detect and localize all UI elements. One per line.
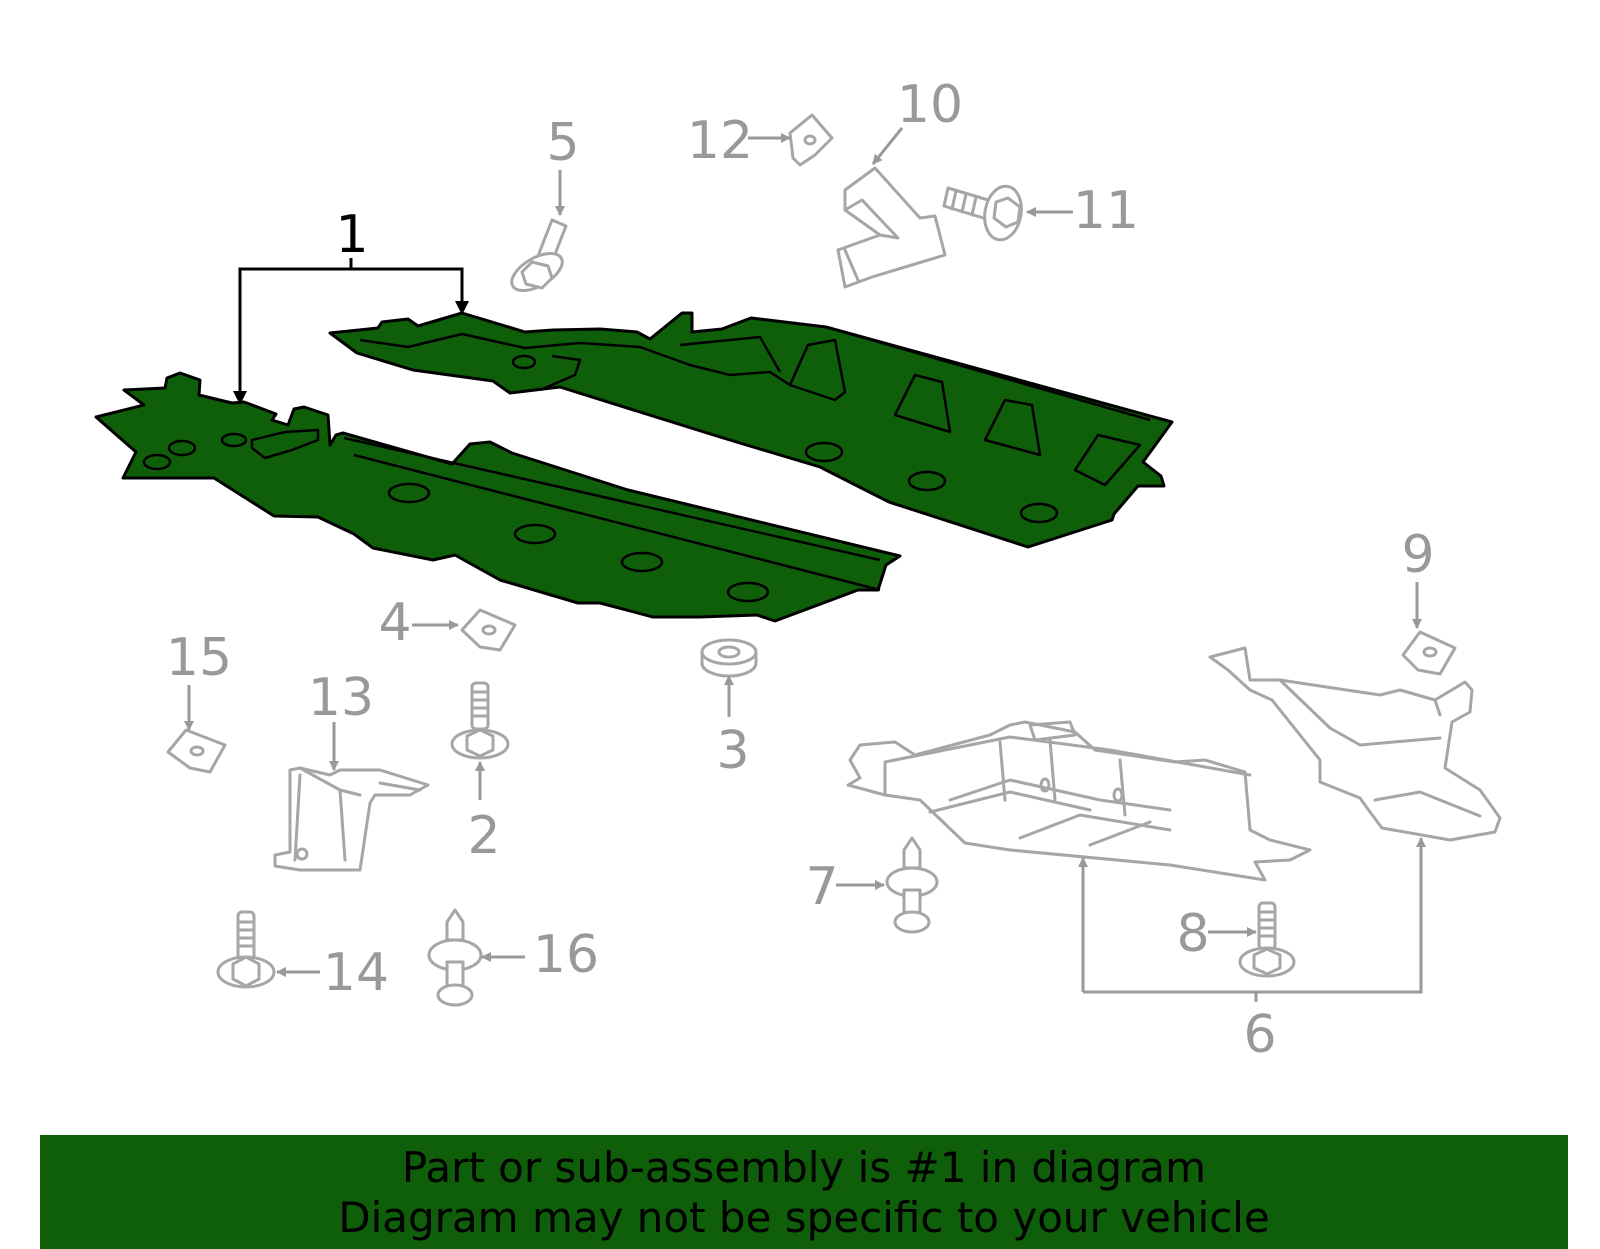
part-3-grommet bbox=[700, 638, 758, 678]
callout-5: 5 bbox=[546, 113, 579, 173]
callout-15: 15 bbox=[166, 628, 232, 688]
part-1-front-shield bbox=[94, 371, 902, 623]
part-11-bolt bbox=[942, 184, 1023, 242]
callout-2: 2 bbox=[467, 806, 500, 866]
part-15-clip-nut bbox=[166, 728, 227, 774]
callout-12: 12 bbox=[687, 111, 753, 171]
part-12-clip-nut bbox=[788, 113, 834, 167]
callout-4: 4 bbox=[378, 593, 411, 653]
info-banner: Part or sub-assembly is #1 in diagram Di… bbox=[40, 1135, 1568, 1249]
part-6-center-shield bbox=[846, 720, 1312, 882]
part-9-clip-nut bbox=[1401, 630, 1457, 676]
part-10-bracket bbox=[836, 166, 947, 289]
part-16-push-pin bbox=[427, 908, 483, 1007]
callout-1-leader bbox=[233, 258, 469, 405]
callout-13: 13 bbox=[308, 668, 374, 728]
callout-1: 1 bbox=[335, 205, 368, 265]
callout-14: 14 bbox=[323, 943, 389, 1003]
callout-6-leader bbox=[1078, 837, 1426, 1002]
part-1-rear-shield bbox=[328, 311, 1174, 549]
part-13-bracket bbox=[273, 766, 430, 872]
callout-9: 9 bbox=[1401, 525, 1434, 585]
callout-3: 3 bbox=[716, 721, 749, 781]
part-8-bolt bbox=[1238, 901, 1296, 978]
part-2-bolt bbox=[450, 681, 510, 760]
callout-10: 10 bbox=[897, 75, 963, 135]
callout-7: 7 bbox=[805, 857, 838, 917]
banner-line-1: Part or sub-assembly is #1 in diagram bbox=[401, 1143, 1207, 1192]
part-5-bolt bbox=[510, 218, 568, 293]
callout-6: 6 bbox=[1243, 1005, 1276, 1065]
part-14-bolt bbox=[216, 910, 276, 989]
part-7-push-pin bbox=[885, 836, 939, 934]
part-4-clip-nut bbox=[460, 608, 517, 652]
part-6-side-shield bbox=[1208, 646, 1502, 842]
callout-11: 11 bbox=[1073, 181, 1139, 241]
callout-8: 8 bbox=[1176, 904, 1209, 964]
callout-16: 16 bbox=[533, 925, 599, 985]
banner-line-2: Diagram may not be specific to your vehi… bbox=[338, 1193, 1270, 1242]
